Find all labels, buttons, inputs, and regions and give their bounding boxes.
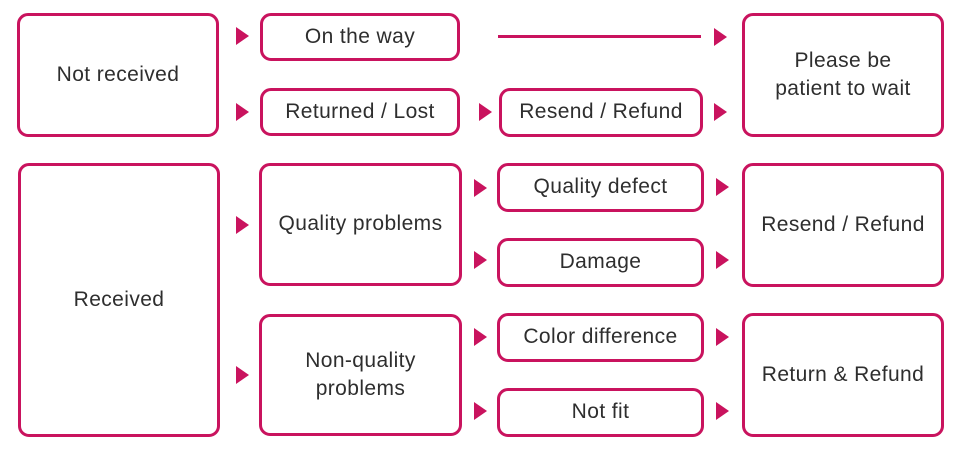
arrow-right-icon — [716, 178, 729, 196]
arrow-right-icon — [716, 251, 729, 269]
node-on-the-way: On the way — [260, 13, 460, 61]
node-resend-refund-shipping: Resend / Refund — [499, 88, 703, 137]
arrow-right-icon — [236, 103, 249, 121]
node-damage: Damage — [497, 238, 704, 287]
arrow-right-icon — [474, 179, 487, 197]
arrow-right-icon — [236, 27, 249, 45]
node-returned-lost: Returned / Lost — [260, 88, 460, 136]
node-return-and-refund: Return & Refund — [742, 313, 944, 437]
node-quality-problems: Quality problems — [259, 163, 462, 286]
arrow-right-icon — [479, 103, 492, 121]
arrow-right-icon — [714, 103, 727, 121]
arrow-right-icon — [236, 366, 249, 384]
node-quality-defect: Quality defect — [497, 163, 704, 212]
arrow-right-icon — [714, 28, 727, 46]
arrow-right-icon — [474, 251, 487, 269]
node-non-quality-problems: Non-quality problems — [259, 314, 462, 436]
node-not-fit: Not fit — [497, 388, 704, 437]
node-resend-refund: Resend / Refund — [742, 163, 944, 287]
arrow-right-icon — [716, 328, 729, 346]
arrow-right-icon — [474, 328, 487, 346]
node-please-be-patient: Please be patient to wait — [742, 13, 944, 137]
connector-line — [498, 35, 701, 38]
arrow-right-icon — [236, 216, 249, 234]
node-not-received: Not received — [17, 13, 219, 137]
arrow-right-icon — [716, 402, 729, 420]
node-received: Received — [18, 163, 220, 437]
node-color-difference: Color difference — [497, 313, 704, 362]
arrow-right-icon — [474, 402, 487, 420]
